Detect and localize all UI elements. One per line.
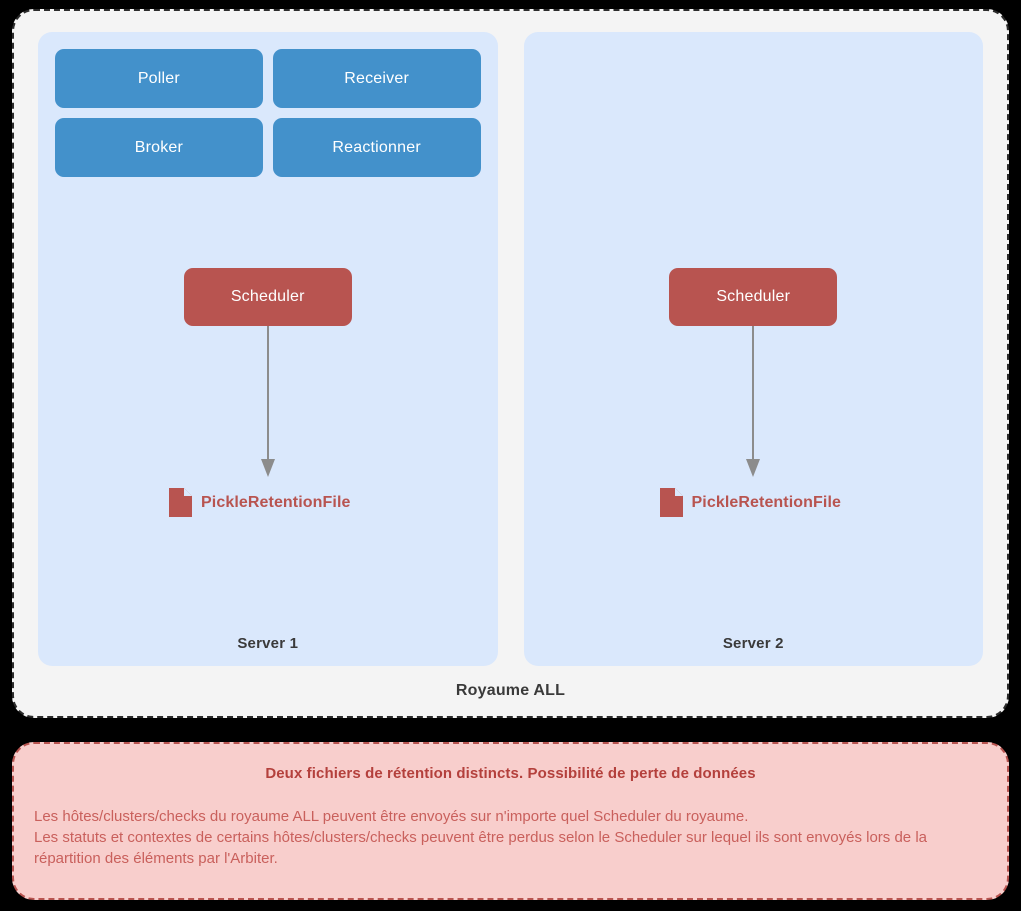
- servers-row: Poller Receiver Broker Reactionner Sched…: [38, 32, 983, 666]
- file-icon: [659, 488, 683, 517]
- note-line-1: Les hôtes/clusters/checks du royaume ALL…: [34, 808, 749, 825]
- server-panel-2[interactable]: Scheduler PickleRetentionFile Server 2: [523, 32, 984, 666]
- daemon-grid-server-1: Poller Receiver Broker Reactionner: [55, 49, 481, 177]
- scheduler-box-server-1[interactable]: Scheduler: [183, 268, 352, 326]
- daemon-box-broker[interactable]: Broker: [55, 118, 263, 177]
- note-title: Deux fichiers de rétention distincts. Po…: [265, 765, 756, 782]
- file-icon: [169, 488, 192, 517]
- daemon-box-poller[interactable]: Poller: [55, 49, 263, 108]
- retention-node-server-2[interactable]: PickleRetentionFile: [524, 488, 984, 517]
- realm-label: Royaume ALL: [455, 682, 566, 699]
- server-label-1: Server 1: [237, 635, 299, 652]
- retention-file-label-server-1: PickleRetentionFile: [201, 493, 351, 511]
- daemon-label-poller: Poller: [137, 69, 180, 87]
- daemon-label-reactionner: Reactionner: [332, 138, 421, 156]
- retention-node-server-1[interactable]: PickleRetentionFile: [38, 488, 498, 517]
- server-panel-1[interactable]: Poller Receiver Broker Reactionner Sched…: [38, 32, 498, 666]
- scheduler-label-server-2: Scheduler: [716, 288, 791, 305]
- realm-container: Poller Receiver Broker Reactionner Sched…: [12, 9, 1009, 718]
- daemon-box-reactionner[interactable]: Reactionner: [272, 118, 481, 177]
- daemon-label-broker: Broker: [134, 138, 184, 156]
- daemon-box-receiver[interactable]: Receiver: [272, 49, 481, 108]
- retention-file-label-server-2: PickleRetentionFile: [691, 493, 841, 511]
- warning-note-panel: Deux fichiers de rétention distincts. Po…: [12, 742, 1009, 900]
- scheduler-wrap-server-1: Scheduler: [38, 268, 498, 326]
- daemon-label-receiver: Receiver: [344, 69, 409, 87]
- scheduler-label-server-1: Scheduler: [230, 288, 305, 305]
- scheduler-box-server-2[interactable]: Scheduler: [669, 268, 838, 326]
- scheduler-wrap-server-2: Scheduler: [524, 268, 984, 326]
- note-body: Les hôtes/clusters/checks du royaume ALL…: [14, 806, 1007, 869]
- arrow-down-icon-server-1: [259, 326, 277, 478]
- arrow-down-icon-server-2: [744, 326, 762, 478]
- note-line-2: Les statuts et contextes de certains hôt…: [34, 829, 927, 867]
- server-label-2: Server 2: [722, 635, 784, 652]
